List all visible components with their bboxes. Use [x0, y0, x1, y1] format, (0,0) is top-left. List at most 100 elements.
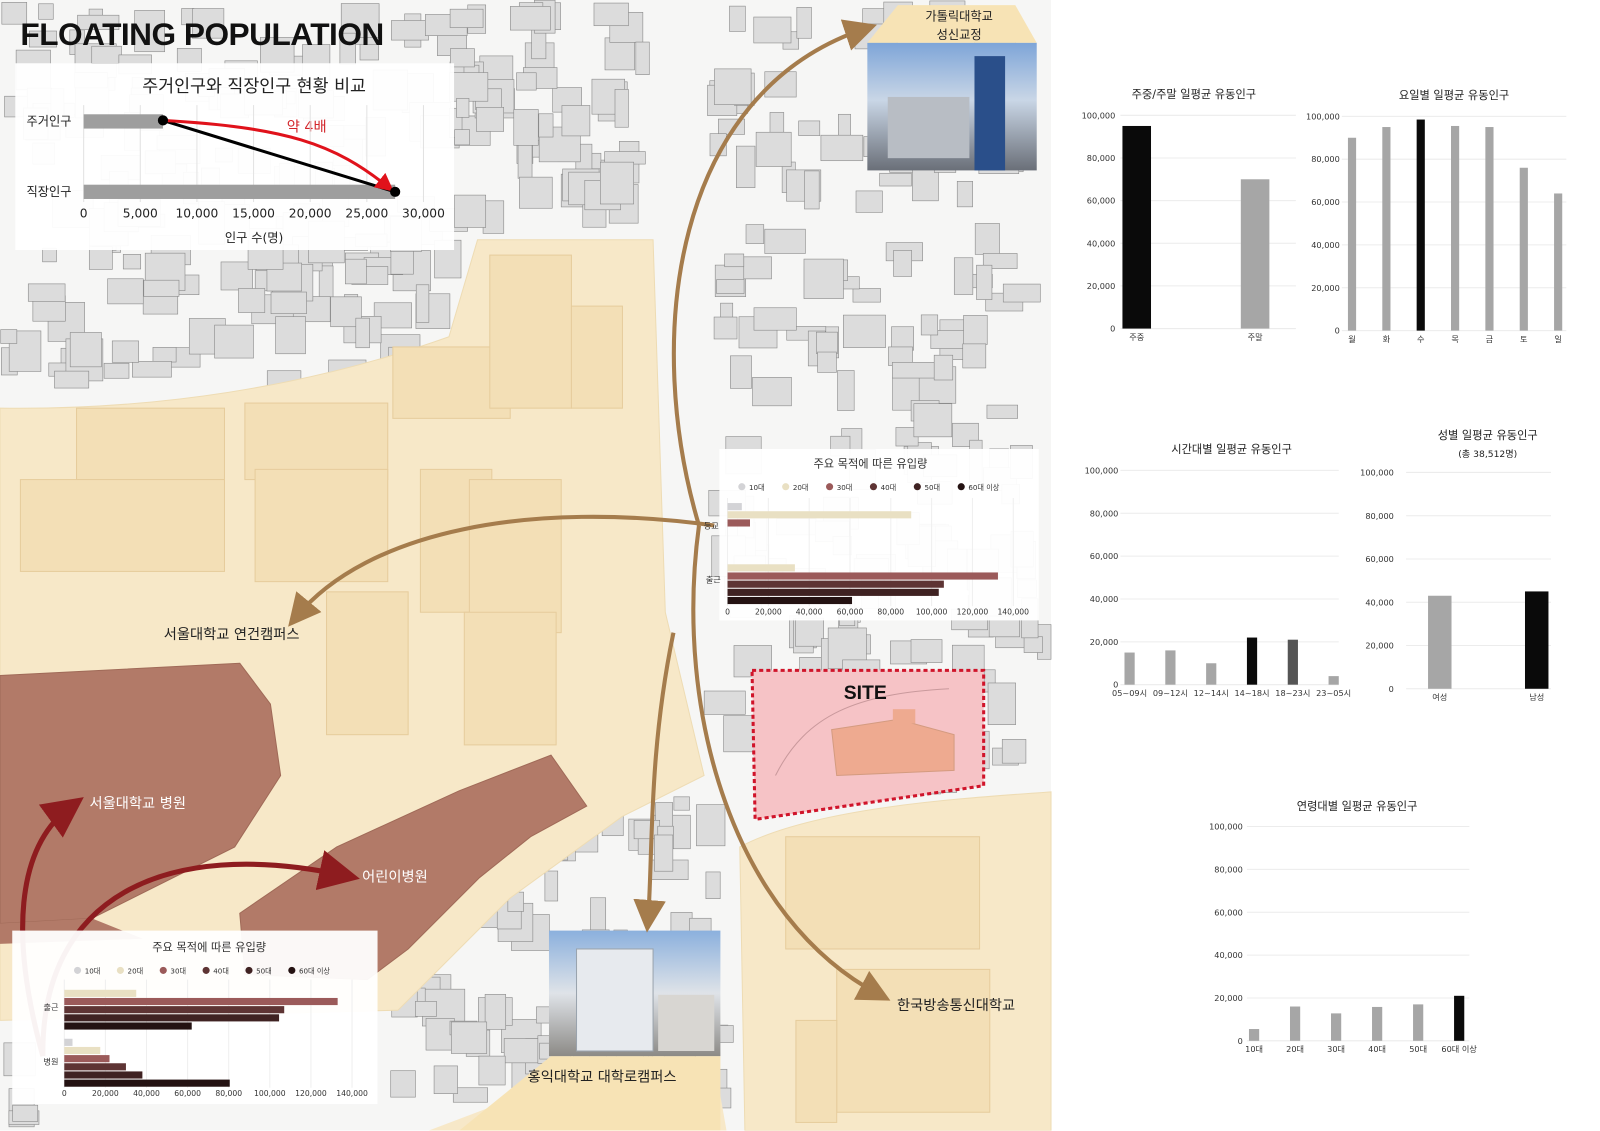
- y-tick-label: 60,000: [1214, 907, 1243, 917]
- legend-label: 50대: [924, 483, 940, 492]
- building: [143, 279, 180, 297]
- building: [654, 834, 674, 872]
- building: [962, 343, 987, 369]
- building: [736, 145, 756, 188]
- building: [764, 228, 806, 254]
- x-tick-label: 10,000: [176, 206, 219, 220]
- chart-subtitle: (총 38,512명): [1458, 449, 1517, 460]
- bar: [64, 989, 137, 997]
- legend-label: 40대: [881, 483, 897, 492]
- x-tick-label: 20,000: [92, 1089, 119, 1098]
- by-gender-chart: 성별 일평균 유동인구 (총 38,512명) 020,00040,00060,…: [1360, 428, 1552, 702]
- bar: [64, 1079, 230, 1087]
- by-age-chart: 연령대별 일평균 유동인구 020,00040,00060,00080,0001…: [1209, 799, 1477, 1054]
- building: [449, 8, 484, 28]
- bar: [1428, 595, 1452, 689]
- bar: [1206, 663, 1217, 685]
- x-tick-label: 월: [1348, 334, 1356, 344]
- building: [820, 134, 864, 162]
- y-tick-label: 0: [1389, 684, 1394, 694]
- bar: [64, 1063, 126, 1071]
- building: [519, 176, 553, 209]
- y-tick-label: 80,000: [1214, 864, 1243, 874]
- by-day-chart: 요일별 일평균 유동인구 020,00040,00060,00080,00010…: [1306, 88, 1567, 344]
- building: [238, 288, 266, 313]
- legend-swatch: [288, 966, 296, 974]
- legend-label: 50대: [256, 966, 272, 975]
- bar: [727, 503, 742, 511]
- building: [1001, 739, 1027, 764]
- y-tick-label: 80,000: [1087, 153, 1116, 163]
- building: [1, 2, 28, 25]
- building: [452, 1087, 488, 1103]
- x-tick-label: 20대: [1286, 1044, 1304, 1054]
- site-area[interactable]: SITE: [750, 668, 986, 822]
- bar: [64, 1014, 280, 1022]
- category-label: 주거인구: [26, 115, 71, 129]
- building: [798, 120, 821, 136]
- bar: [727, 511, 912, 519]
- chart-title: 시간대별 일평균 유동인구: [1171, 442, 1292, 456]
- bar: [1165, 650, 1176, 685]
- x-tick-label: 18~23시: [1275, 688, 1310, 698]
- category-label: 병원: [44, 1056, 59, 1066]
- x-tick-label: 40,000: [133, 1089, 160, 1098]
- building: [503, 1038, 545, 1064]
- x-tick-label: 토: [1520, 334, 1528, 344]
- building: [390, 1070, 416, 1098]
- weekday-weekend-chart: 주중/주말 일평균 유동인구 020,00040,00060,00080,000…: [1082, 87, 1296, 342]
- building: [42, 247, 57, 263]
- bar: [1454, 995, 1465, 1041]
- building: [816, 331, 838, 354]
- building: [355, 317, 370, 349]
- ratio-arrow: [162, 118, 394, 192]
- hongik-callout[interactable]: 홍익대학교 대학로캠퍼스: [459, 930, 721, 1131]
- building: [913, 403, 953, 438]
- y-tick-label: 20,000: [1311, 283, 1340, 293]
- legend-swatch: [913, 483, 921, 491]
- bar: [1554, 193, 1563, 331]
- legend-swatch: [245, 966, 253, 974]
- bar: [1413, 1004, 1424, 1041]
- bar: [1124, 652, 1135, 685]
- x-tick-label: 12~14시: [1194, 688, 1229, 698]
- building: [635, 41, 650, 75]
- building: [482, 200, 505, 234]
- photo-building: [658, 994, 715, 1052]
- x-tick-label: 30,000: [402, 206, 445, 220]
- hongik-label: 홍익대학교 대학로캠퍼스: [528, 1069, 677, 1086]
- bar: [1347, 137, 1357, 331]
- x-tick-label: 0: [62, 1089, 67, 1098]
- catholic-univ-sublabel: 성신교정: [937, 28, 982, 42]
- x-tick-label: 60대 이상: [1441, 1044, 1477, 1054]
- y-tick-label: 100,000: [1360, 468, 1394, 478]
- building: [513, 109, 539, 146]
- building: [344, 258, 367, 285]
- building: [270, 291, 307, 314]
- comparison-line: [162, 118, 396, 194]
- building: [517, 142, 533, 179]
- y-tick-label: 60,000: [1365, 554, 1394, 564]
- legend-swatch: [869, 483, 878, 491]
- x-tick-label: 140,000: [336, 1089, 368, 1098]
- catholic-univ-callout[interactable]: 가톨릭대학교 성신교정: [867, 5, 1037, 171]
- legend-label: 30대: [837, 483, 853, 492]
- bar: [1122, 125, 1152, 329]
- legend-label: 60대 이상: [968, 483, 999, 492]
- y-tick-label: 40,000: [1365, 597, 1394, 607]
- building: [933, 354, 954, 381]
- building: [152, 347, 177, 363]
- building: [509, 6, 551, 31]
- x-tick-label: 40,000: [796, 607, 823, 616]
- chart-title: 주요 목적에 따른 유입량: [813, 457, 927, 470]
- y-tick-label: 80,000: [1365, 511, 1394, 521]
- building: [753, 16, 792, 44]
- building: [696, 804, 726, 847]
- building: [77, 14, 120, 30]
- legend-label: 40대: [213, 966, 229, 975]
- building: [214, 324, 254, 359]
- building: [476, 107, 504, 132]
- building: [451, 1021, 488, 1054]
- x-tick-label: 0: [80, 206, 88, 220]
